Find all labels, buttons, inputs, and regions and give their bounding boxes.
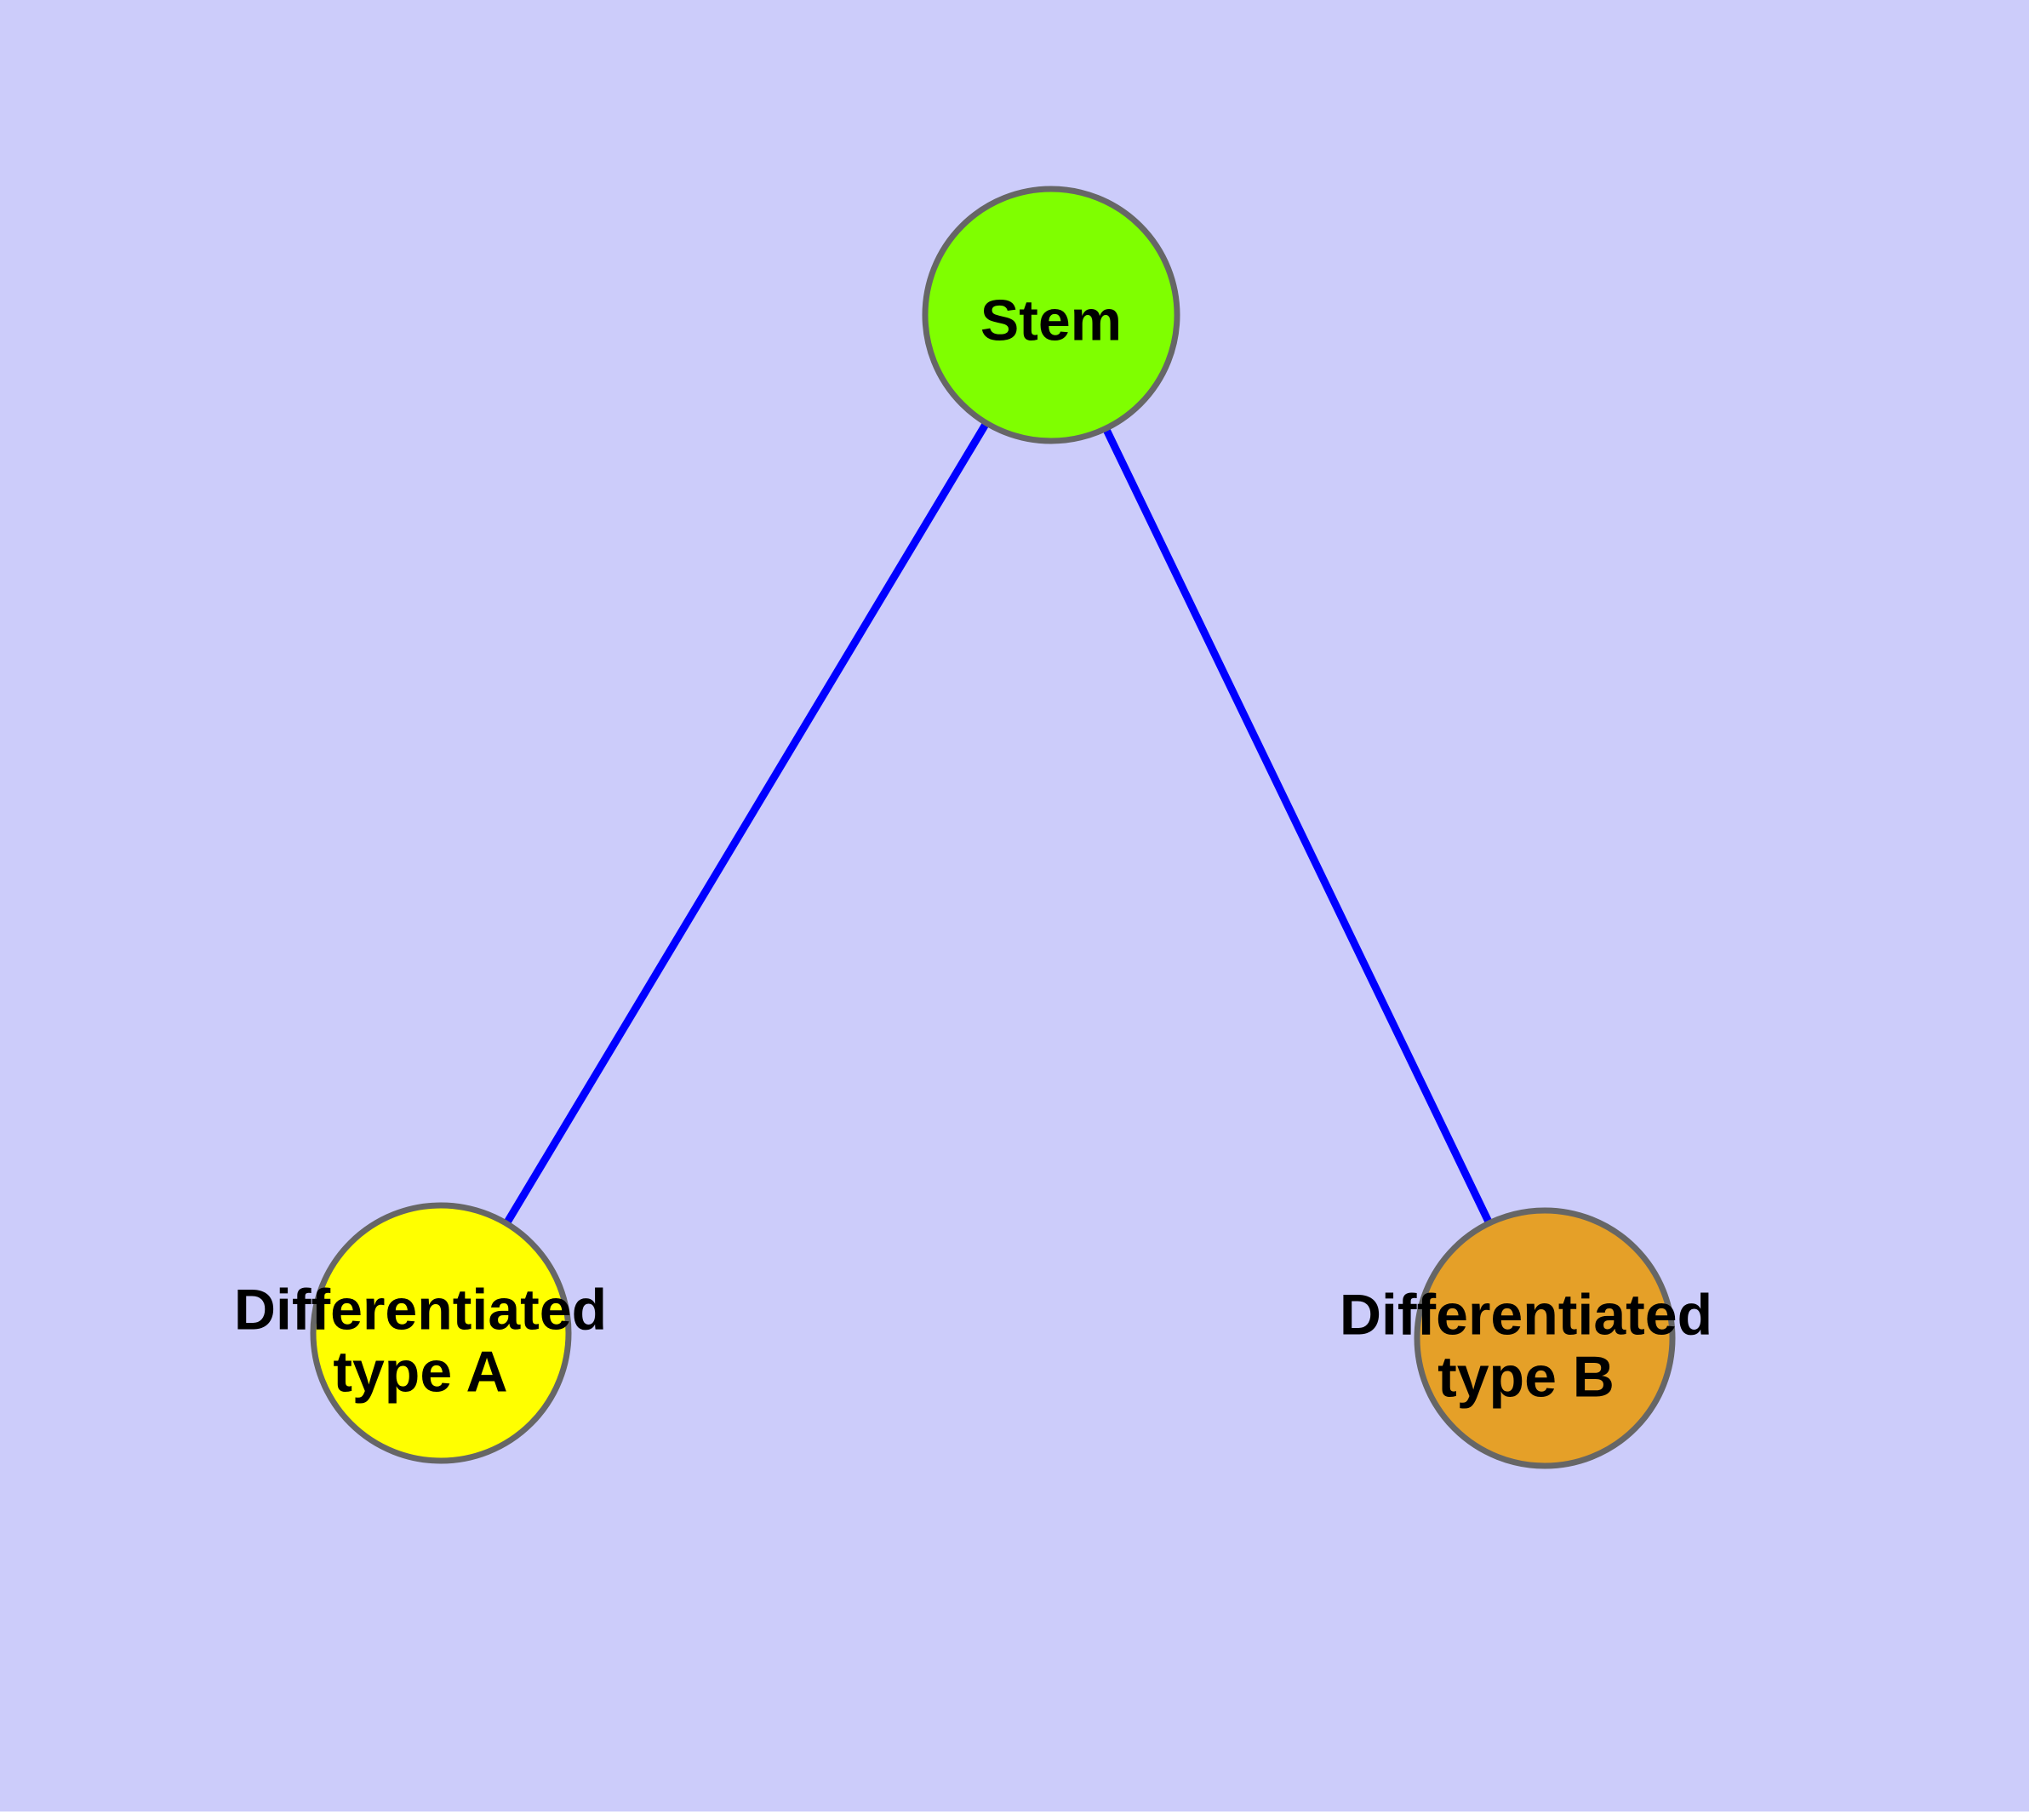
node-layer xyxy=(310,186,1676,1469)
graph-node-diff_b[interactable] xyxy=(1414,1207,1676,1469)
graph-node-diff_a[interactable] xyxy=(310,1202,572,1464)
graph-edge[interactable] xyxy=(437,312,1055,1336)
graph-node-stem[interactable] xyxy=(922,186,1180,444)
edge-layer xyxy=(437,312,1549,1340)
graph-edge[interactable] xyxy=(1047,313,1549,1340)
